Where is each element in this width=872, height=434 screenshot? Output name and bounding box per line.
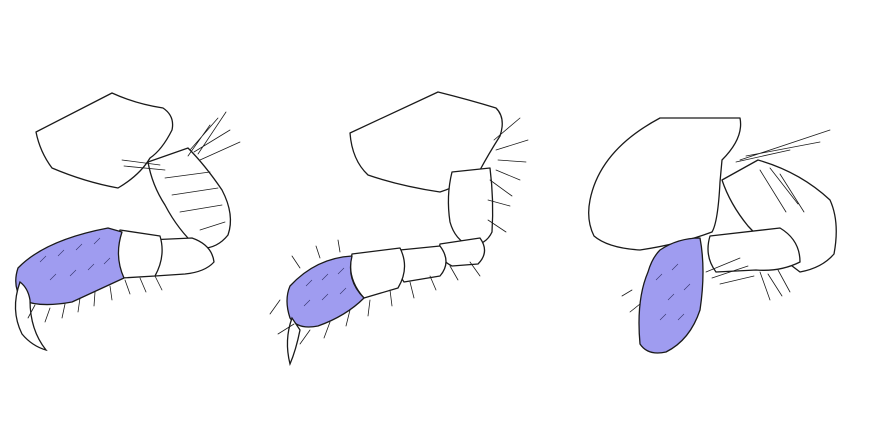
propodus-right <box>638 237 704 354</box>
merus-right <box>721 159 837 273</box>
leg-drawing-left <box>14 92 241 352</box>
leg-drawing-right <box>588 117 837 354</box>
carpus-right <box>707 227 801 273</box>
dactylus-left <box>14 280 48 352</box>
merus-left <box>147 147 232 249</box>
coxa-left <box>35 92 174 189</box>
ischium-middle <box>349 247 406 299</box>
dactylus-middle <box>286 316 301 367</box>
coxa-right <box>588 117 742 251</box>
merus-middle <box>447 167 494 247</box>
propodus-left <box>15 227 125 306</box>
leg-drawing-middle <box>269 91 529 367</box>
propodus-middle <box>286 255 365 328</box>
basal-segment-left <box>114 229 163 279</box>
